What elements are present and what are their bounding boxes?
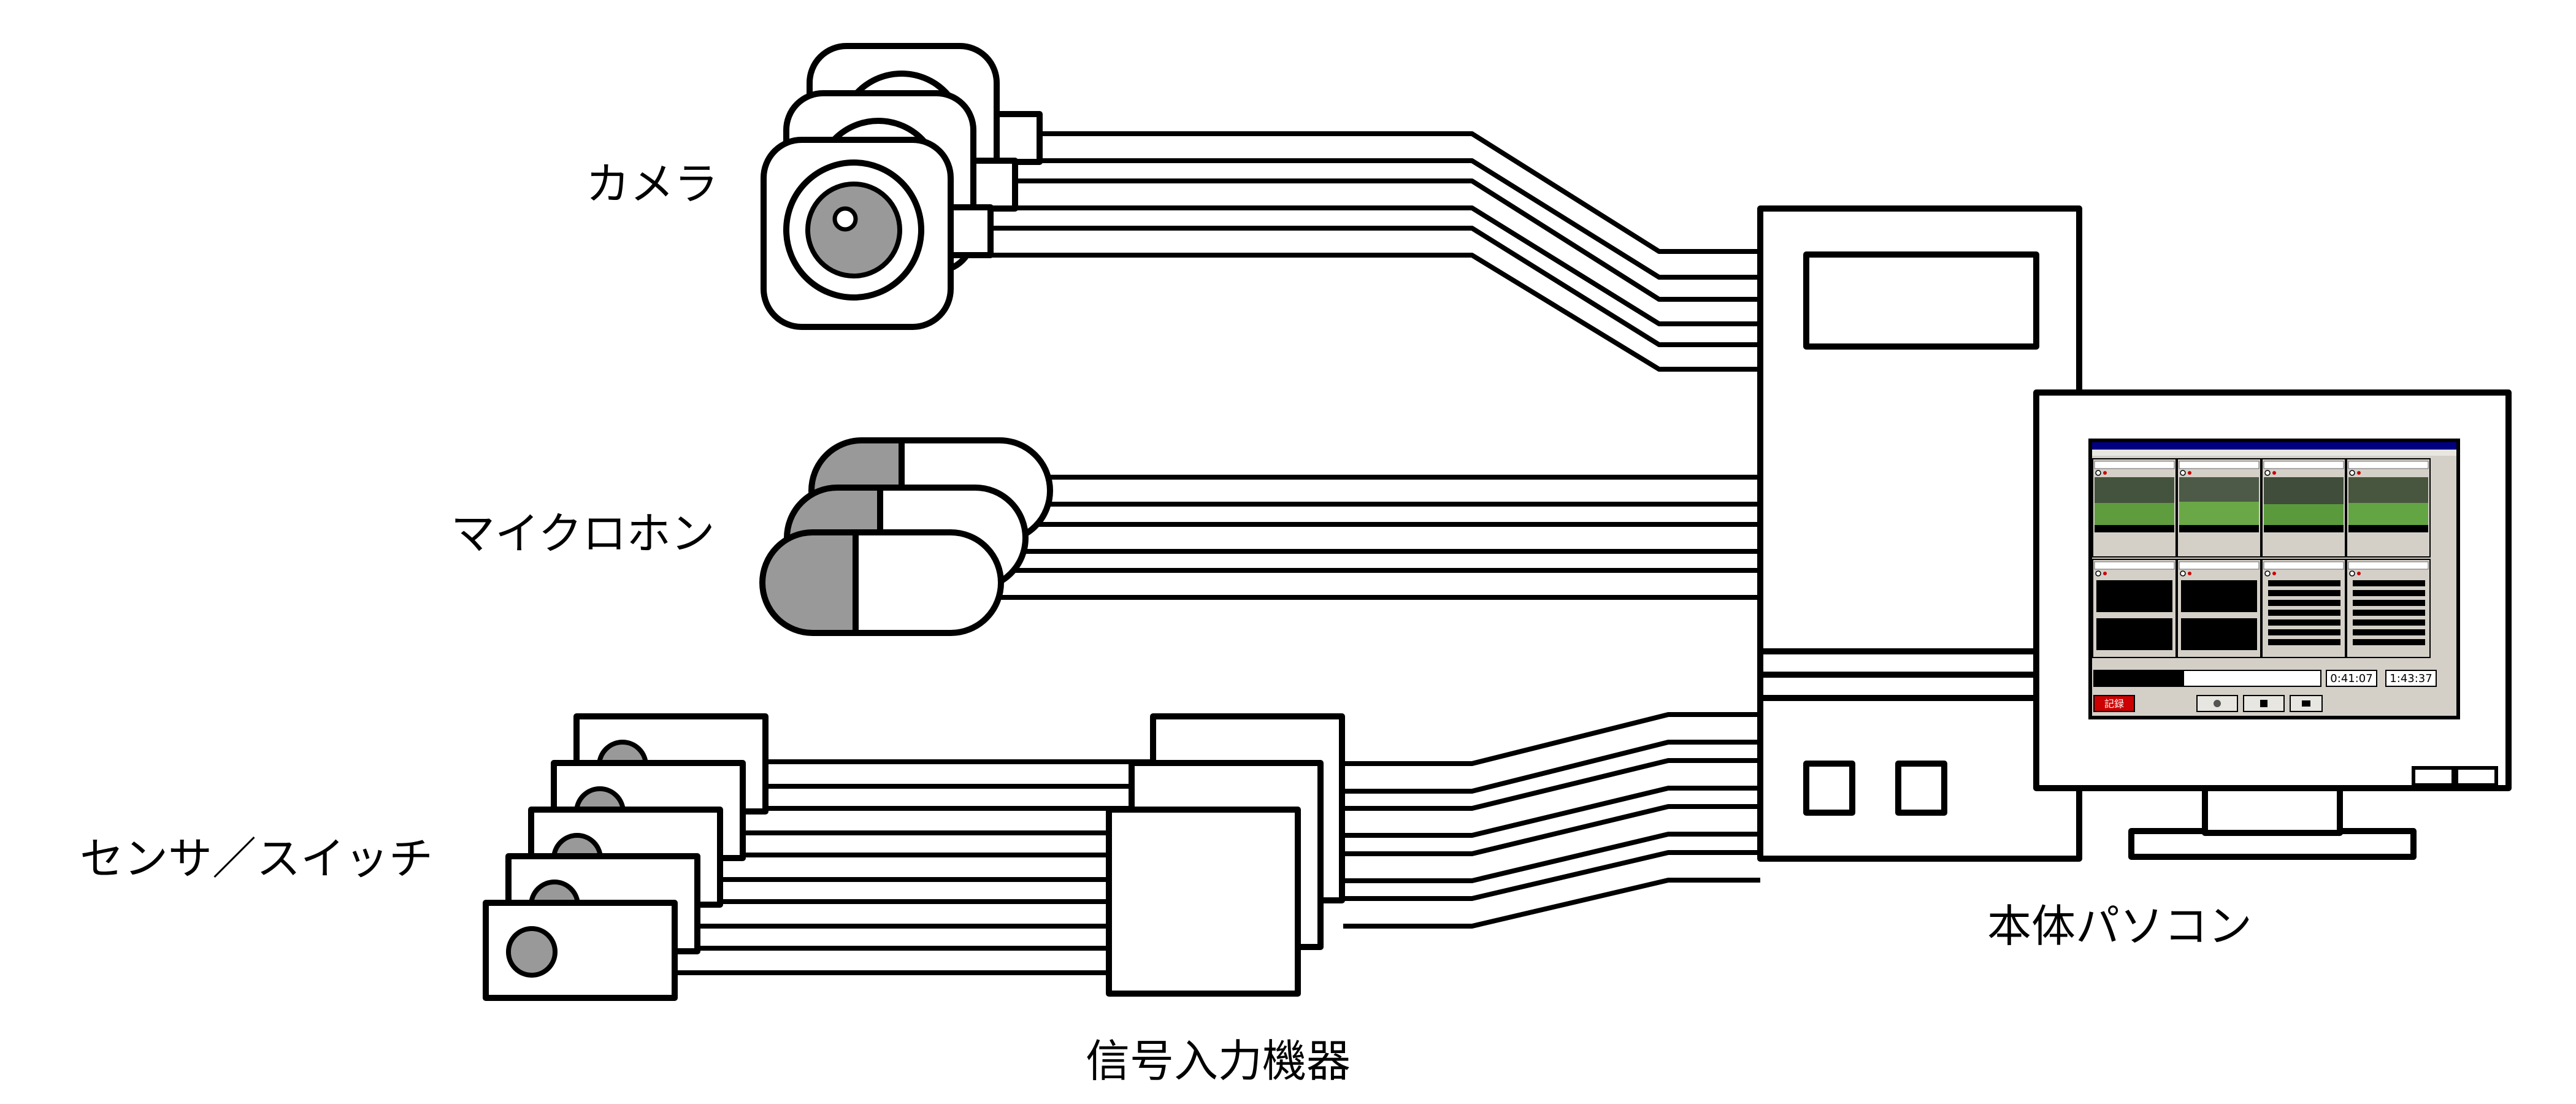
screen-menu-bar bbox=[2092, 450, 2456, 456]
sensor-icon bbox=[483, 900, 678, 1001]
camera-preview-panel bbox=[2346, 458, 2431, 558]
audio-level-panel bbox=[2177, 559, 2261, 658]
tower-button bbox=[1803, 761, 1855, 816]
record-button-label: 記録 bbox=[2104, 698, 2124, 710]
microphone-cables bbox=[987, 475, 1760, 600]
camera-group bbox=[761, 43, 1043, 330]
camera-preview-panel bbox=[2261, 458, 2346, 558]
elapsed-time: 0:41:07 bbox=[2330, 672, 2372, 685]
snapshot-button[interactable] bbox=[2290, 695, 2323, 712]
microphone-icon bbox=[759, 529, 1004, 636]
signal-input-group bbox=[1106, 713, 1345, 997]
microphone-label: マイクロホン bbox=[451, 508, 715, 559]
sensor-cables bbox=[672, 759, 1153, 975]
monitor-button bbox=[2455, 766, 2498, 787]
monitor-button bbox=[2412, 766, 2455, 787]
pc-tower bbox=[1757, 205, 2082, 862]
sensor-switch-label: センサ／スイッチ bbox=[80, 833, 433, 884]
monitor-screen: 0:41:07 1:43:37 記録 bbox=[2088, 439, 2460, 719]
screen-title-bar bbox=[2092, 442, 2456, 450]
camera-preview-panel bbox=[2177, 458, 2261, 558]
tower-button bbox=[1895, 761, 1947, 816]
play-icon bbox=[2214, 700, 2221, 707]
main-pc-label: 本体パソコン bbox=[1987, 900, 2252, 952]
camera-icon bbox=[761, 137, 994, 330]
monitor-stand-neck bbox=[2202, 782, 2343, 836]
snapshot-icon bbox=[2302, 700, 2310, 707]
sensor-status-panel bbox=[2261, 559, 2346, 658]
audio-level-panel bbox=[2092, 559, 2177, 658]
total-time: 1:43:37 bbox=[2390, 672, 2432, 685]
sensor-group bbox=[483, 713, 769, 1001]
drive-bay bbox=[1803, 251, 2039, 350]
microphone-group bbox=[759, 437, 1053, 636]
record-button[interactable] bbox=[2093, 695, 2135, 712]
camera-label: カメラ bbox=[586, 158, 718, 210]
camera-cables bbox=[987, 131, 1760, 372]
signal-input-device bbox=[1106, 807, 1301, 997]
camera-preview-panel bbox=[2092, 458, 2177, 558]
progress-bar-fill bbox=[2094, 670, 2184, 686]
monitor: 0:41:07 1:43:37 記録 bbox=[2033, 389, 2512, 860]
signal-device-cables bbox=[1343, 712, 1760, 929]
sensor-status-panel bbox=[2346, 559, 2431, 658]
signal-input-label: 信号入力機器 bbox=[1086, 1035, 1351, 1087]
stop-icon bbox=[2260, 700, 2267, 707]
